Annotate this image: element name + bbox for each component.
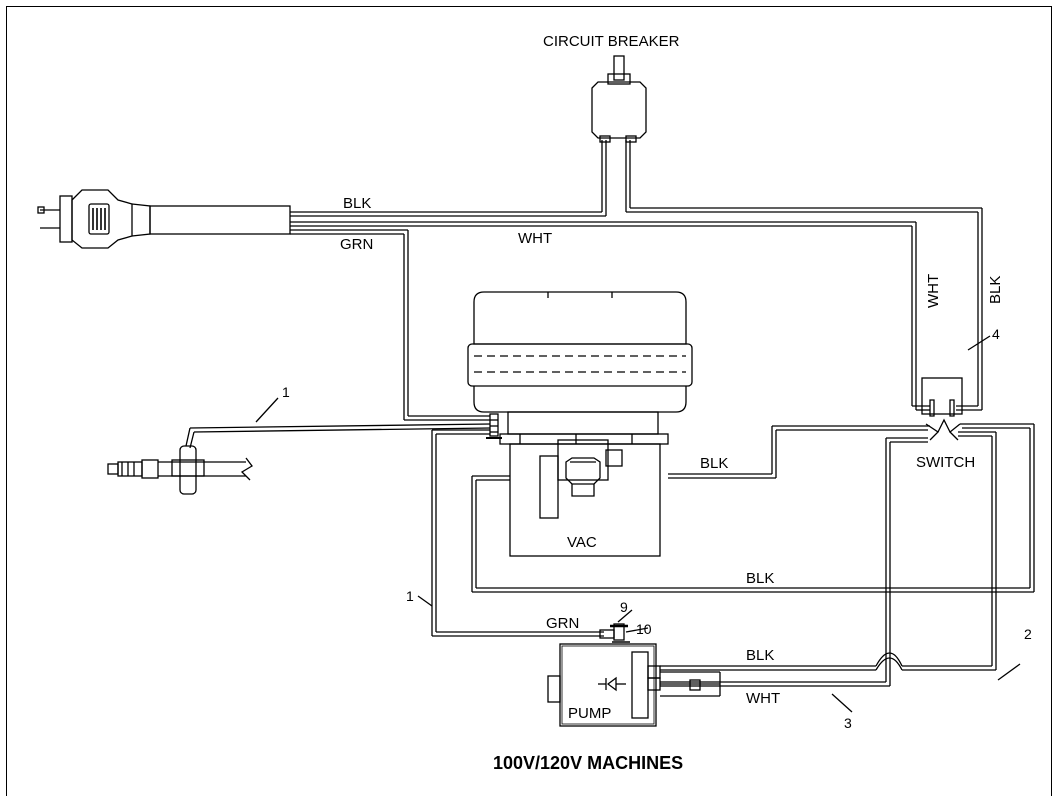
callout-1-left: 1 bbox=[406, 588, 414, 604]
pump-grn-label: GRN bbox=[546, 615, 579, 632]
callout-9: 9 bbox=[620, 599, 628, 615]
circuit-breaker-label: CIRCUIT BREAKER bbox=[543, 33, 680, 50]
callout-1-top: 1 bbox=[282, 384, 290, 400]
circuit-breaker bbox=[591, 55, 983, 410]
cord-wht-label: WHT bbox=[518, 230, 552, 247]
vac-motor bbox=[467, 291, 693, 557]
diagram-frame bbox=[6, 6, 1052, 796]
loop-blk-label: BLK bbox=[746, 570, 774, 587]
callout-2: 2 bbox=[1024, 626, 1032, 642]
pump-wht-label: WHT bbox=[746, 690, 780, 707]
pump-label: PUMP bbox=[568, 705, 611, 722]
callout-10: 10 bbox=[636, 621, 652, 637]
probe-sensor bbox=[107, 423, 491, 495]
vac-blk-label: BLK bbox=[700, 455, 728, 472]
pump-wht-wire bbox=[660, 437, 928, 687]
pump-ground-screw bbox=[610, 623, 630, 643]
ground-wire-1 bbox=[431, 429, 615, 639]
diagram-title: 100V/120V MACHINES bbox=[493, 753, 683, 773]
callout-leaders bbox=[255, 335, 1021, 713]
switch-blk-label: BLK bbox=[987, 276, 1004, 304]
loop-blk-wire bbox=[471, 423, 1035, 593]
switch-wht-wire bbox=[911, 222, 982, 411]
pump-blk-label: BLK bbox=[746, 647, 774, 664]
callout-4: 4 bbox=[992, 326, 1000, 342]
switch-wht-label: WHT bbox=[925, 274, 942, 308]
callout-3: 3 bbox=[844, 715, 852, 731]
cord-wires bbox=[290, 140, 916, 421]
cord-blk-label: BLK bbox=[343, 195, 371, 212]
switch bbox=[921, 377, 963, 441]
pump-blk-wire bbox=[660, 431, 997, 671]
pump bbox=[547, 643, 721, 727]
ground-screw bbox=[486, 413, 502, 439]
switch-label: SWITCH bbox=[916, 454, 975, 471]
vac-label: VAC bbox=[567, 534, 597, 551]
cord-grn-label: GRN bbox=[340, 236, 373, 253]
vac-blk-wire bbox=[668, 425, 930, 479]
power-plug-icon bbox=[37, 189, 291, 249]
